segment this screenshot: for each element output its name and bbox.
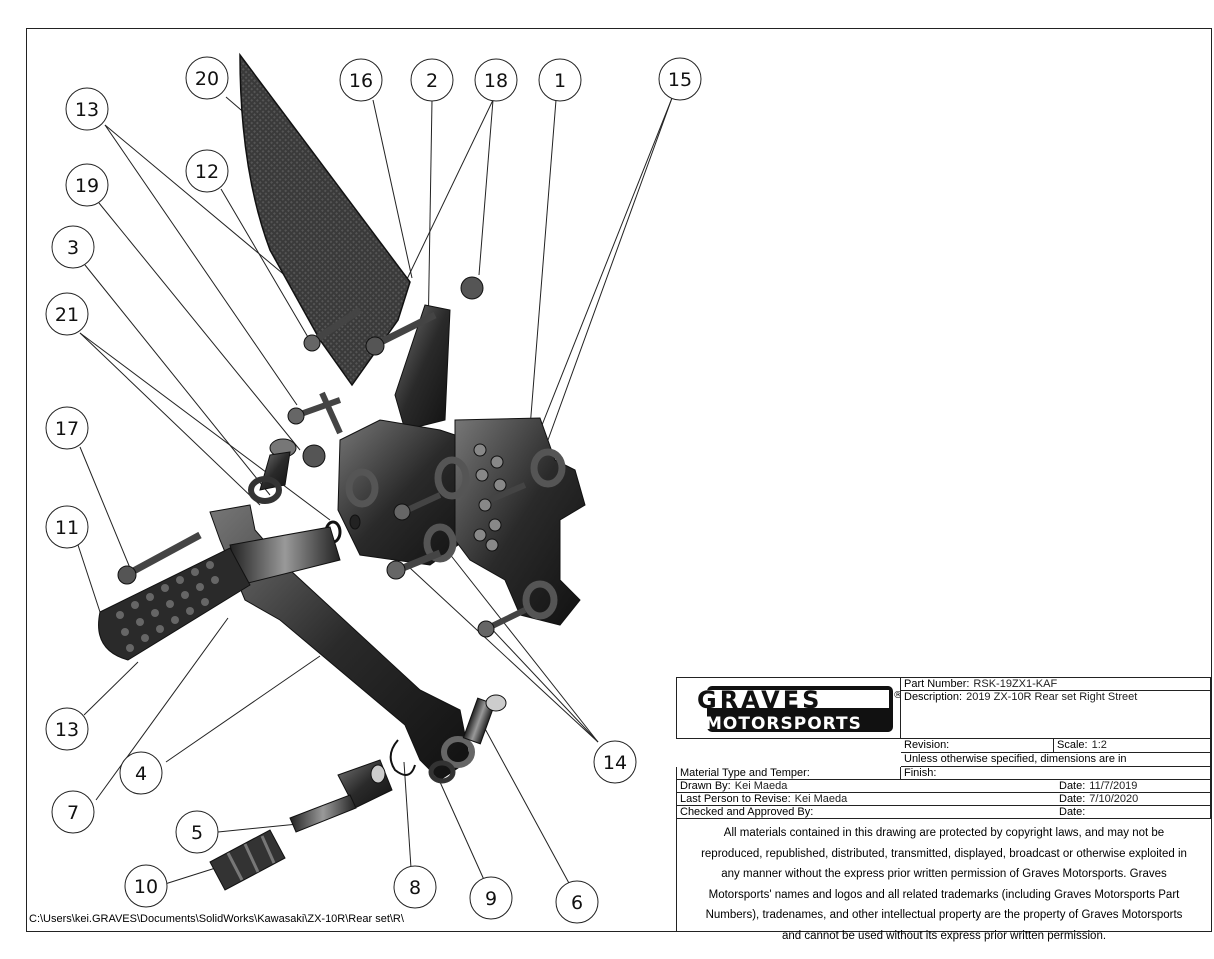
hanger-bracket-part [394,304,451,431]
balloon: 1 [538,58,582,102]
svg-text:13: 13 [55,719,79,741]
balloon: 5 [175,810,219,854]
svg-text:3: 3 [67,237,79,259]
balloon: 18 [474,58,518,102]
balloon: 2 [410,58,454,102]
foot-peg-knurl [116,561,219,652]
part-number-row: Part Number:RSK-19ZX1-KAF [901,677,1211,691]
svg-text:4: 4 [135,763,147,785]
svg-text:20: 20 [195,68,219,90]
foot-peg-part [98,547,251,661]
company-logo: GRAVES ® MOTORSPORTS [676,677,903,739]
approved-by-cell: Checked and Approved By: [676,806,1056,819]
balloon: 9 [469,876,513,920]
revised-date-cell: Date:7/10/2020 [1056,793,1211,806]
balloon: 21 [45,292,89,336]
title-block: GRAVES ® MOTORSPORTS Part Number:RSK-19Z… [676,677,1211,942]
material-cell: Material Type and Temper: [676,767,901,780]
bosses [345,448,566,620]
scale-cell: Scale:1:2 [1054,739,1211,753]
balloon: 19 [65,163,109,207]
shaft-part [289,794,357,833]
revised-by-cell: Last Person to Revise:Kei Maeda [676,793,1056,806]
svg-text:1: 1 [554,70,566,92]
lever-pivot [441,736,475,768]
balloon: 8 [393,865,437,909]
file-path: C:\Users\kei.GRAVES\Documents\SolidWorks… [29,913,404,925]
heel-guard-part [239,52,411,387]
balloon: 15 [658,57,702,101]
balloon: 10 [124,864,168,908]
svg-text:12: 12 [195,161,219,183]
svg-text:5: 5 [191,822,203,844]
balloon: 13 [65,87,109,131]
svg-text:10: 10 [134,876,158,898]
svg-text:9: 9 [485,888,497,910]
svg-text:MOTORSPORTS: MOTORSPORTS [705,714,862,734]
balloon: 4 [119,751,163,795]
svg-text:18: 18 [484,70,508,92]
balloon: 11 [45,505,89,549]
svg-text:21: 21 [55,304,79,326]
svg-text:19: 19 [75,175,99,197]
svg-text:13: 13 [75,99,99,121]
svg-text:GRAVES: GRAVES [697,686,822,714]
bolts [117,276,527,638]
mount-holes [473,443,507,552]
svg-text:17: 17 [55,418,79,440]
drawn-date-cell: Date:11/7/2019 [1056,780,1211,793]
finish-cell: Finish: [901,767,1211,780]
approved-date-cell: Date: [1056,806,1211,819]
balloon: 3 [51,225,95,269]
svg-text:15: 15 [668,69,692,91]
revision-cell: Revision: [901,739,1054,753]
svg-text:14: 14 [603,752,627,774]
svg-text:16: 16 [349,70,373,92]
drawing-sheet [26,28,1212,932]
balloon: 20 [185,56,229,100]
svg-text:6: 6 [571,892,583,914]
drawn-by-cell: Drawn By:Kei Maeda [676,780,1056,793]
copyright-notice: All materials contained in this drawing … [676,819,1211,942]
description-row: Description:2019 ZX-10R Rear set Right S… [901,691,1211,739]
svg-text:7: 7 [67,802,79,824]
svg-text:2: 2 [426,70,438,92]
svg-text:8: 8 [409,877,421,899]
balloon: 7 [51,790,95,834]
svg-text:11: 11 [55,517,79,539]
balloon: 16 [339,58,383,102]
svg-text:®: ® [893,690,900,701]
balloon: 14 [593,740,637,784]
dimensions-note: Unless otherwise specified, dimensions a… [901,753,1211,767]
balloon: 6 [555,880,599,924]
balloon: 17 [45,406,89,450]
balloon-group: 20 16 2 18 1 15 13 12 19 3 21 17 11 13 4… [45,56,702,924]
balloon: 12 [185,149,229,193]
balloon: 13 [45,707,89,751]
spring-clip-part [389,739,416,776]
